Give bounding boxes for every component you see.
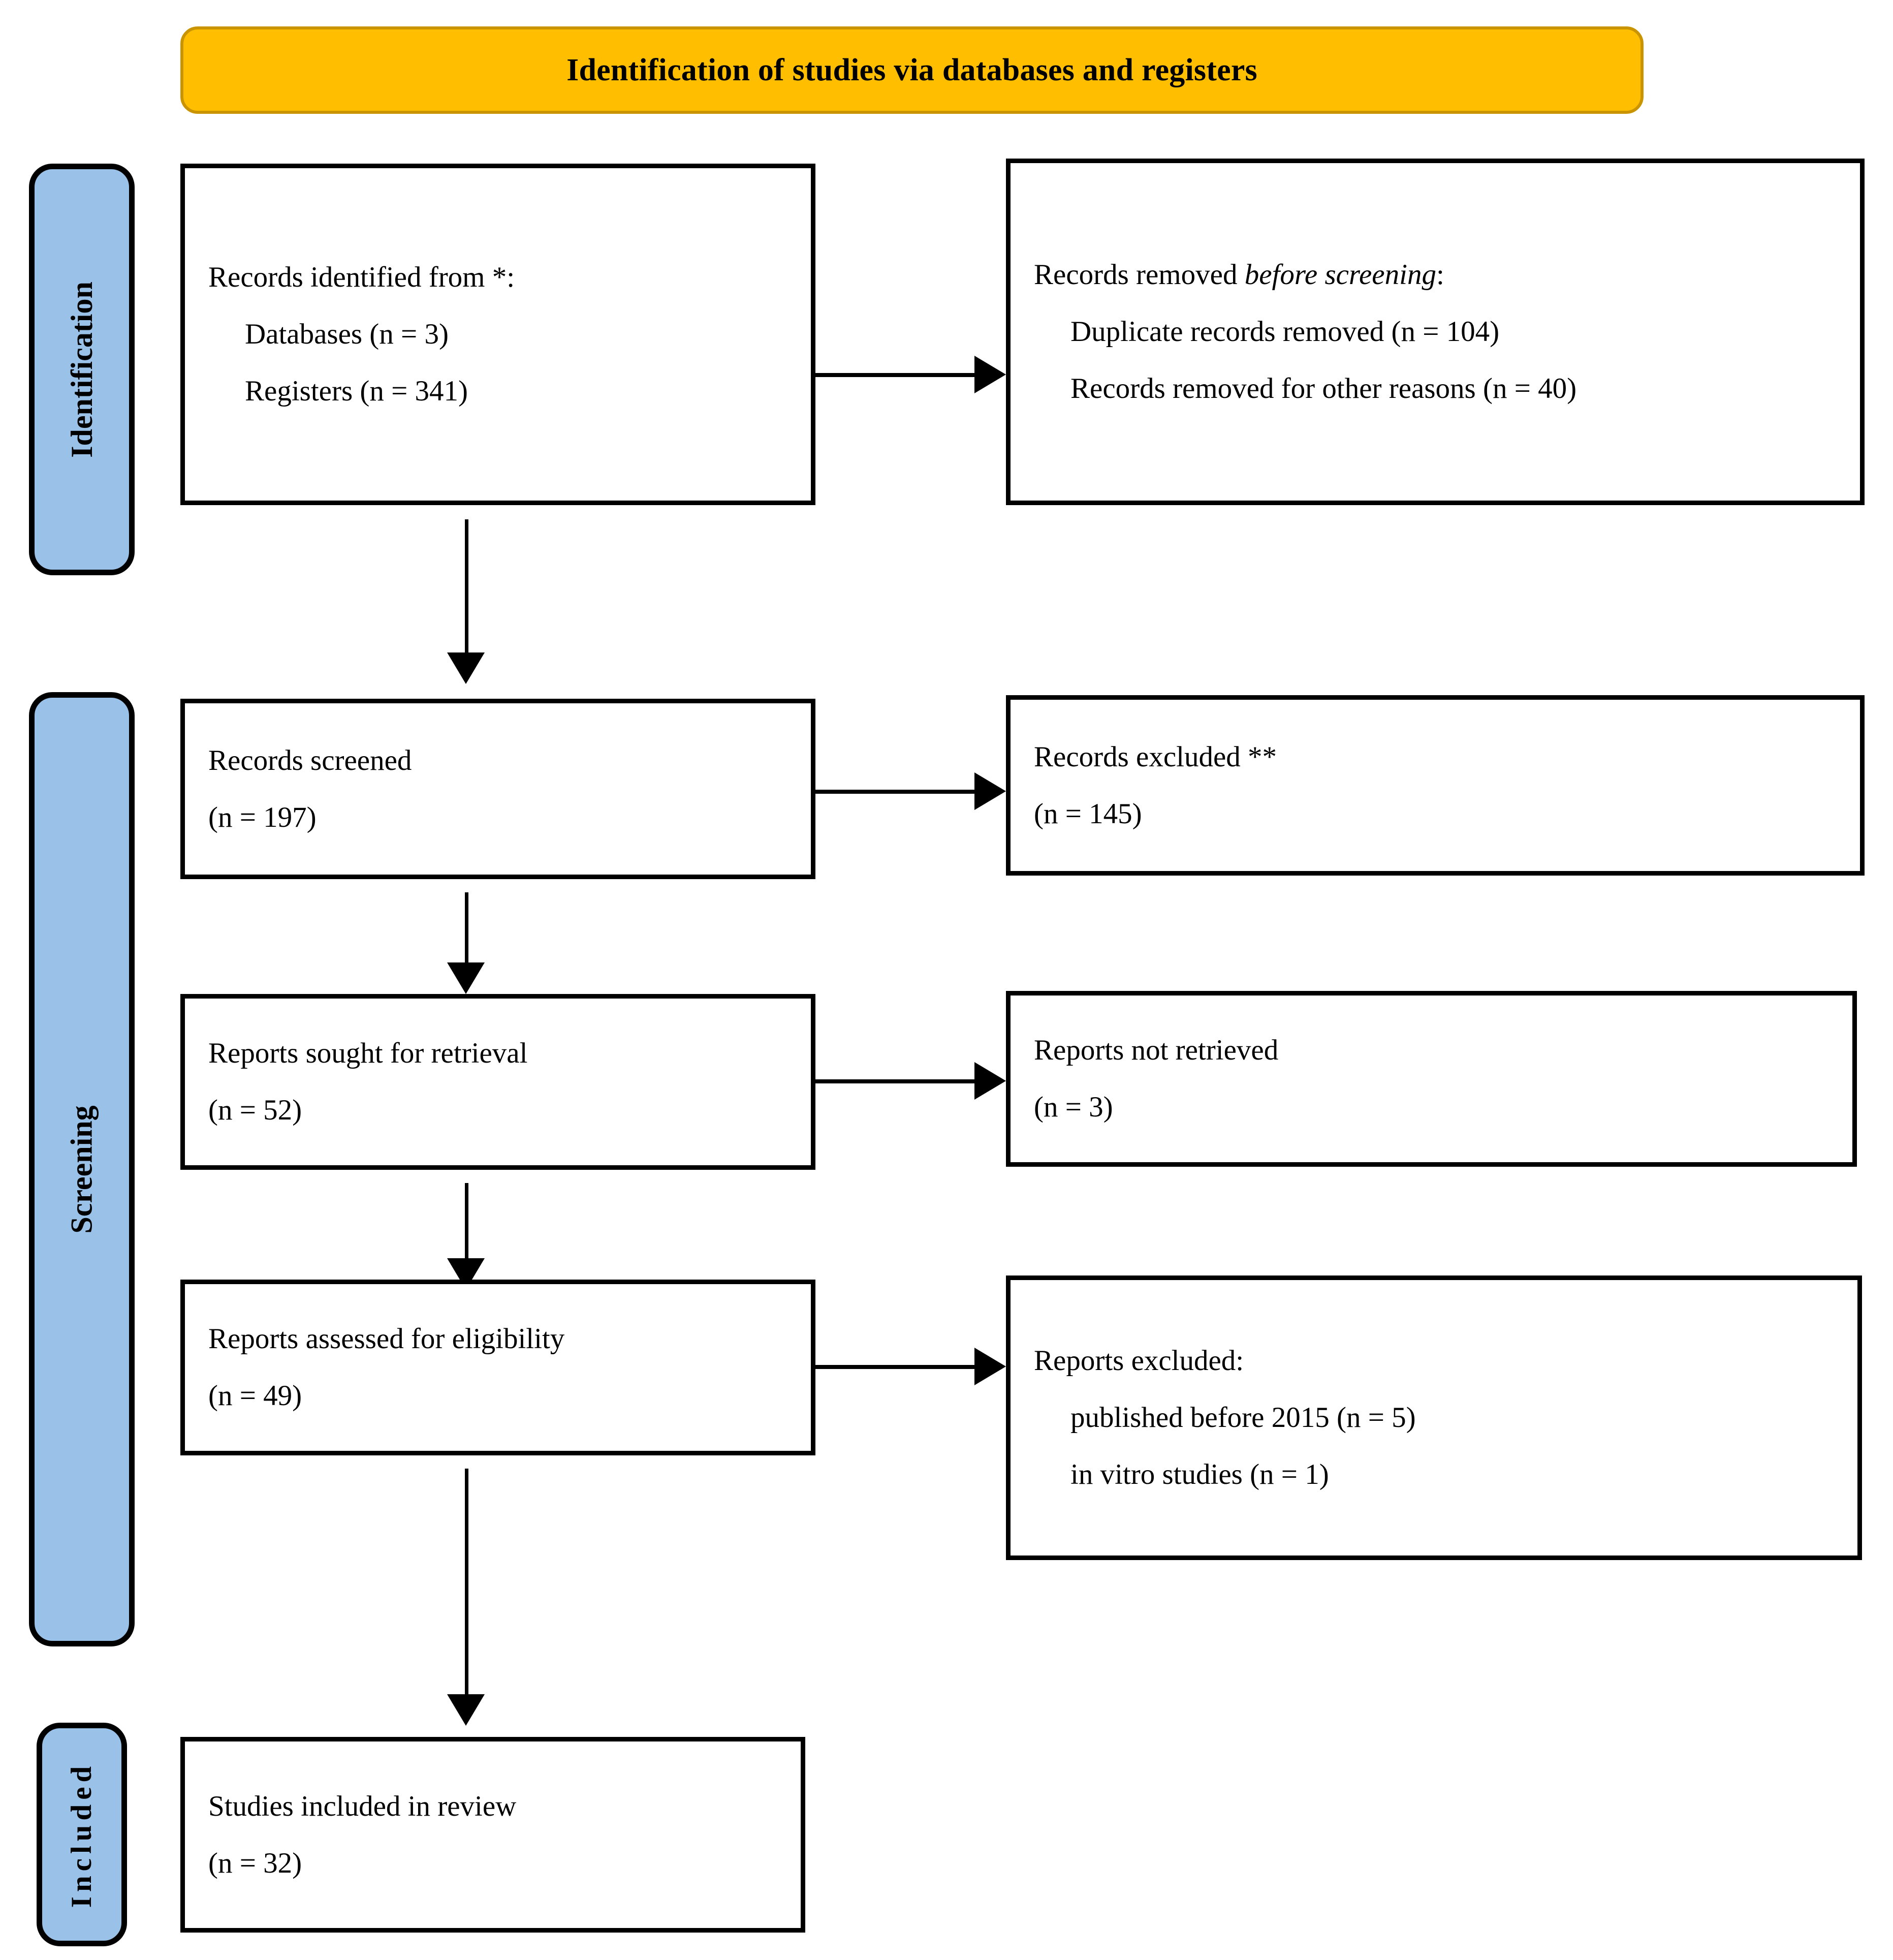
stage-label-included: Included: [37, 1723, 127, 1946]
arrow-shaft: [815, 790, 978, 794]
reports-assessed-heading: Reports assessed for eligibility: [208, 1323, 565, 1355]
records-removed-duplicates: Duplicate records removed (n = 104): [1070, 316, 1500, 348]
arrow-head-right-icon: [974, 1062, 1006, 1100]
arrow-screened-to-excluded: [815, 772, 1006, 811]
reports-sought-heading: Reports sought for retrieval: [208, 1037, 528, 1070]
arrow-head-down-icon: [447, 652, 485, 684]
arrow-head-right-icon: [974, 772, 1006, 810]
reports-not-retrieved-heading: Reports not retrieved: [1034, 1034, 1279, 1067]
arrow-shaft: [815, 1365, 978, 1369]
arrow-shaft: [815, 373, 978, 377]
arrow-head-down-icon: [447, 1694, 485, 1726]
arrow-head-down-icon: [447, 962, 485, 994]
records-removed-heading-suffix: :: [1436, 259, 1444, 291]
arrow-shaft: [465, 519, 468, 665]
arrow-shaft: [465, 1183, 468, 1269]
studies-included-heading: Studies included in review: [208, 1790, 517, 1822]
stage-label-included-text: Included: [66, 1761, 98, 1908]
reports-excluded-heading: Reports excluded:: [1034, 1345, 1244, 1377]
arrow-head-right-icon: [974, 1348, 1006, 1385]
stage-label-screening-text: Screening: [65, 1105, 99, 1234]
box-reports-assessed: Reports assessed for eligibility (n = 49…: [180, 1280, 815, 1455]
records-identified-registers: Registers (n = 341): [245, 375, 468, 407]
arrow-identified-to-screened: [447, 519, 486, 692]
reports-not-retrieved-count: (n = 3): [1034, 1091, 1113, 1123]
box-records-screened: Records screened (n = 197): [180, 699, 815, 879]
stage-label-identification-text: Identification: [65, 281, 99, 458]
box-records-identified: Records identified from *: Databases (n …: [180, 164, 815, 505]
records-identified-heading: Records identified from *:: [208, 261, 515, 294]
arrow-shaft: [815, 1079, 978, 1083]
records-removed-heading: Records removed before screening:: [1034, 260, 1837, 290]
box-records-removed: Records removed before screening: Duplic…: [1006, 159, 1865, 505]
arrow-shaft: [465, 1469, 468, 1706]
records-removed-heading-emphasis: before screening: [1244, 259, 1436, 291]
box-studies-included: Studies included in review (n = 32): [180, 1737, 805, 1933]
reports-excluded-published-before: published before 2015 (n = 5): [1070, 1402, 1416, 1434]
arrow-identified-to-removed: [815, 356, 1006, 394]
phase-banner-title: Identification of studies via databases …: [566, 52, 1257, 87]
arrow-assessed-to-included: [447, 1469, 486, 1733]
box-reports-sought: Reports sought for retrieval (n = 52): [180, 994, 815, 1170]
records-screened-heading: Records screened: [208, 744, 412, 776]
arrow-sought-to-not-retrieved: [815, 1062, 1006, 1101]
reports-excluded-in-vitro: in vitro studies (n = 1): [1070, 1458, 1329, 1490]
studies-included-count: (n = 32): [208, 1847, 302, 1879]
stage-label-identification: Identification: [29, 164, 135, 575]
reports-sought-count: (n = 52): [208, 1094, 302, 1126]
arrow-assessed-to-reports-excluded: [815, 1348, 1006, 1386]
phase-banner-identification: Identification of studies via databases …: [180, 26, 1644, 114]
arrow-shaft: [465, 892, 468, 974]
arrow-sought-to-assessed: [447, 1183, 486, 1295]
reports-assessed-count: (n = 49): [208, 1380, 302, 1412]
stage-label-screening: Screening: [29, 692, 135, 1646]
records-removed-heading-prefix: Records removed: [1034, 259, 1245, 291]
box-records-excluded: Records excluded ** (n = 145): [1006, 695, 1865, 876]
records-removed-other: Records removed for other reasons (n = 4…: [1070, 372, 1577, 405]
records-identified-databases: Databases (n = 3): [245, 318, 449, 351]
records-excluded-heading: Records excluded **: [1034, 740, 1277, 773]
box-reports-not-retrieved: Reports not retrieved (n = 3): [1006, 991, 1857, 1167]
arrow-screened-to-sought: [447, 892, 486, 999]
records-excluded-count: (n = 145): [1034, 797, 1142, 830]
box-reports-excluded: Reports excluded: published before 2015 …: [1006, 1275, 1862, 1560]
arrow-head-right-icon: [974, 356, 1006, 393]
records-screened-count: (n = 197): [208, 801, 317, 833]
